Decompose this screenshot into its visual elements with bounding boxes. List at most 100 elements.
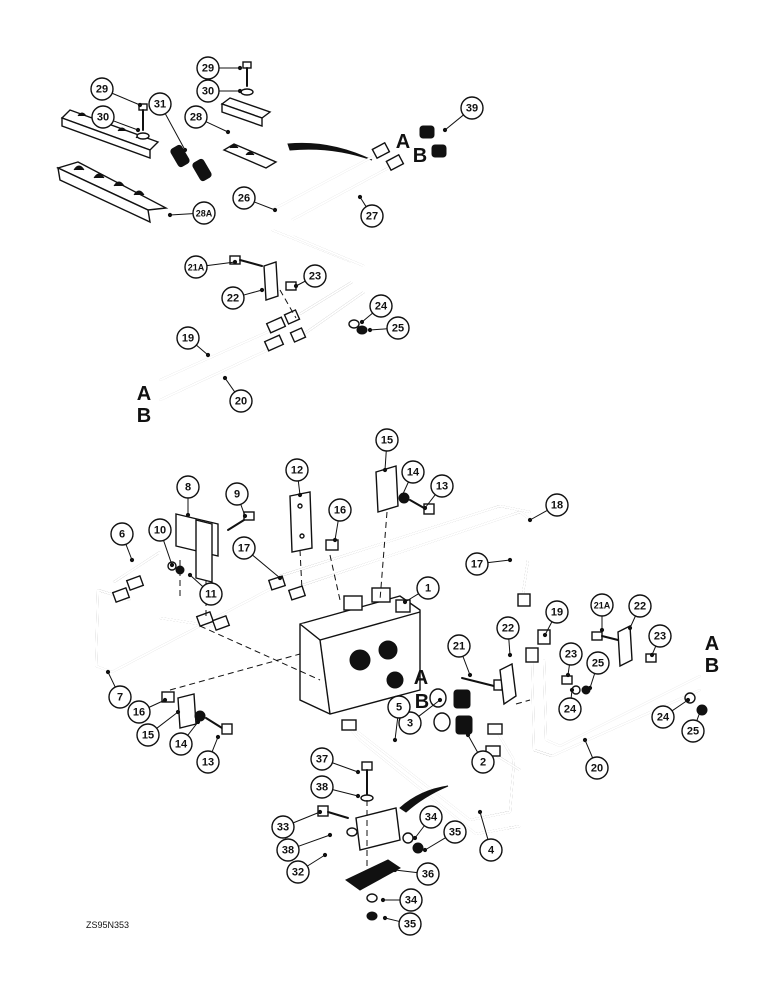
tube-20 — [158, 334, 285, 402]
callout-circle — [271, 815, 295, 839]
fitting-18 — [517, 593, 531, 607]
clamp-36 — [345, 859, 401, 891]
leader-arrowhead — [185, 512, 191, 518]
nut-25-upper — [356, 325, 368, 335]
leader-line — [298, 834, 331, 847]
fitting-19-lower — [537, 629, 551, 645]
callout-number: 31 — [154, 99, 166, 111]
callout-number: 34 — [405, 895, 418, 907]
leader-arrowhead — [297, 492, 303, 498]
leader-arrowhead — [332, 537, 338, 543]
fitting-7-right — [211, 615, 231, 631]
callout-c35: 35 — [443, 820, 467, 844]
leader-line — [467, 734, 479, 753]
callout-number: 6 — [119, 529, 125, 541]
direction-arrow-lower — [399, 785, 449, 813]
callout-circle — [110, 522, 134, 546]
port-letter-a-valve: A — [414, 667, 428, 689]
clamp-15-lower — [177, 693, 197, 729]
callout-number: 35 — [404, 919, 416, 931]
port-labels: A B A B A B A B — [137, 131, 719, 713]
callout-number: 12 — [291, 465, 303, 477]
callout-number: 24 — [564, 704, 577, 716]
plate-32 — [355, 807, 401, 851]
fitting-2-upper — [453, 689, 471, 709]
leader-line — [254, 201, 276, 211]
callout-number: 27 — [366, 211, 378, 223]
leader-line — [394, 717, 399, 741]
leader-arrowhead — [195, 719, 201, 725]
leader-arrowhead — [527, 517, 533, 523]
callout-circle — [651, 705, 675, 729]
leader-line — [164, 113, 186, 151]
callout-c9: 9 — [225, 482, 249, 506]
callout-c34: 34 — [419, 805, 443, 829]
callout-c39: 39 — [460, 96, 484, 120]
leader-arrowhead — [467, 672, 473, 678]
callout-c2: 2 — [471, 750, 495, 774]
callout-number: 1 — [425, 583, 431, 595]
callout-c23c: 23 — [648, 624, 672, 648]
callout-c17b: 17 — [465, 552, 489, 576]
spacer-31 — [170, 144, 212, 182]
leader-arrowhead — [565, 672, 571, 678]
callout-c16b: 16 — [127, 700, 151, 724]
callout-number: 19 — [182, 333, 194, 345]
callout-c27: 27 — [360, 204, 384, 228]
control-valve-1 — [299, 587, 421, 715]
callout-circle — [387, 695, 411, 719]
callout-number: 23 — [309, 271, 321, 283]
callout-circle — [465, 552, 489, 576]
leader-line — [361, 312, 373, 323]
callout-number: 3 — [407, 718, 413, 730]
leader-line — [156, 711, 179, 729]
callout-circle — [586, 651, 610, 675]
clamp-28A-lower — [56, 161, 169, 224]
leader-line — [243, 289, 263, 296]
bolt-13-upper — [409, 499, 435, 515]
callout-circle — [585, 756, 609, 780]
callout-c31: 31 — [148, 92, 172, 116]
tube-4 — [344, 722, 522, 836]
leader-line — [113, 120, 139, 131]
callout-circle — [276, 838, 300, 862]
callout-c24c: 24 — [651, 705, 675, 729]
leader-arrowhead — [392, 867, 398, 873]
port-letter-b-top: B — [413, 145, 427, 167]
leader-line — [334, 520, 339, 541]
leader-lines — [105, 65, 703, 922]
clamp-15-upper — [375, 465, 399, 513]
washer-38-lower — [346, 827, 358, 837]
leader-arrowhead — [542, 632, 548, 638]
leader-arrowhead — [582, 737, 588, 743]
leader-line — [205, 121, 229, 133]
callout-circle — [460, 96, 484, 120]
bolt-33 — [317, 805, 349, 819]
callout-number: 14 — [407, 467, 420, 479]
callout-c38b: 38 — [276, 838, 300, 862]
callout-circle — [419, 805, 443, 829]
leader-arrowhead — [507, 652, 513, 658]
clamp-22-upper — [263, 261, 279, 301]
callout-number: 5 — [396, 702, 402, 714]
callout-c19: 19 — [176, 326, 200, 350]
leader-arrowhead — [399, 493, 405, 499]
callout-c1: 1 — [416, 576, 440, 600]
callout-number: 38 — [282, 845, 294, 857]
callout-c10: 10 — [148, 518, 172, 542]
bolt-21 — [461, 677, 503, 691]
o-ring-3-upper — [429, 688, 447, 708]
callout-circle — [399, 888, 423, 912]
port-letter-b-left: B — [137, 405, 151, 427]
callout-bubbles: 1234567891011121313141415151616171718191… — [90, 56, 705, 936]
leader-line — [487, 559, 511, 564]
callout-circle — [398, 912, 422, 936]
callout-circle — [225, 482, 249, 506]
callout-c30: 30 — [196, 79, 220, 103]
leader-arrowhead — [359, 319, 365, 325]
leader-line — [508, 638, 511, 656]
leader-arrowhead — [175, 709, 181, 715]
leader-line — [529, 509, 548, 521]
leader-line — [107, 671, 116, 688]
leader-line — [297, 480, 301, 496]
